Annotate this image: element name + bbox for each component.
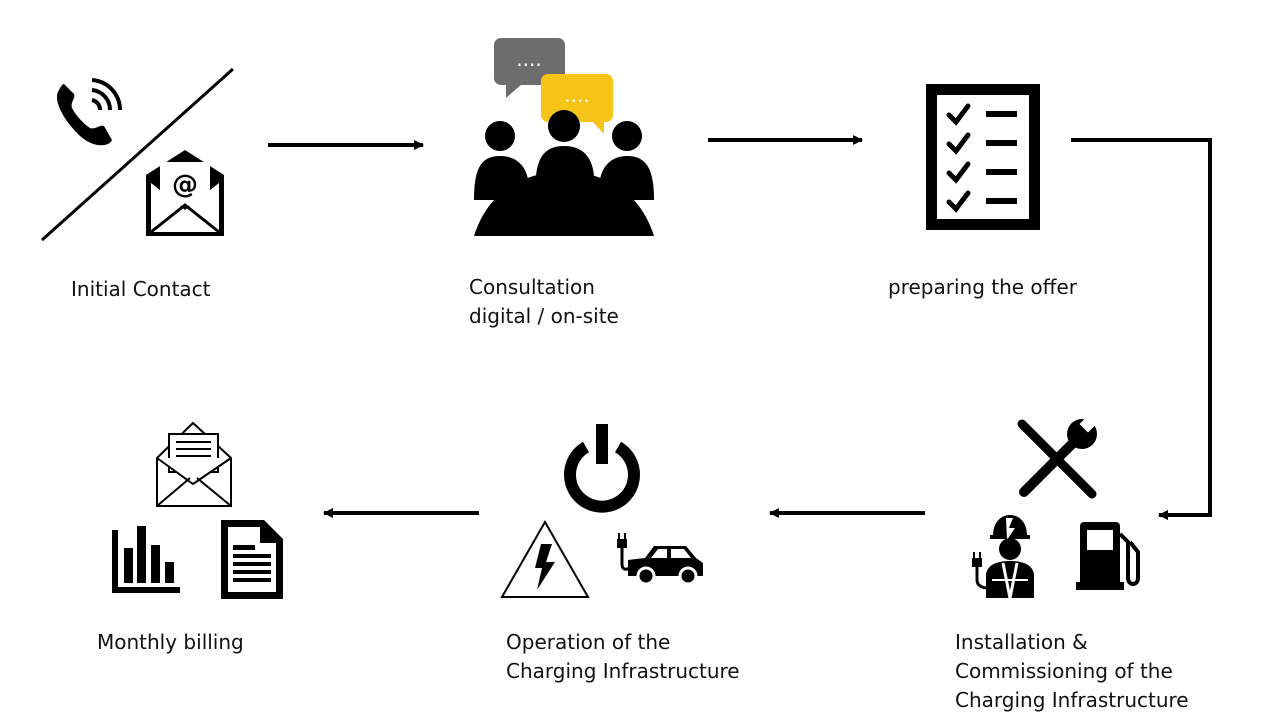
document-icon (221, 520, 283, 599)
step-label-offer: preparing the offer (888, 275, 1077, 299)
checklist-icon (926, 84, 1040, 230)
electric-car-icon (617, 533, 703, 586)
bubble-dots: .... (516, 47, 541, 71)
fuel-pump-icon (1076, 522, 1140, 590)
phone-icon (56, 78, 123, 146)
bar-chart-icon (112, 526, 180, 593)
power-icon (564, 424, 640, 513)
svg-text:@: @ (172, 170, 198, 200)
step-label-billing: Monthly billing (97, 630, 244, 654)
step-label-operation: Operation of the Charging Infrastructure (506, 630, 740, 683)
letter-icon (156, 421, 232, 507)
meeting-icon (474, 110, 654, 236)
step-label-consultation: Consultation digital / on-site (469, 275, 619, 328)
step-label-installation: Installation & Commissioning of the Char… (955, 630, 1189, 712)
step-label-initial-contact: Initial Contact (71, 277, 211, 301)
arrow-offer-to-installation (1071, 138, 1212, 520)
worker-icon (972, 515, 1034, 599)
divider-slash (40, 67, 235, 242)
tools-icon (1017, 415, 1097, 499)
email-icon: @ (146, 150, 224, 236)
high-voltage-icon (500, 519, 590, 598)
speech-bubbles-icon: .... .... (494, 38, 613, 134)
bubble-dots: .... (564, 83, 589, 107)
